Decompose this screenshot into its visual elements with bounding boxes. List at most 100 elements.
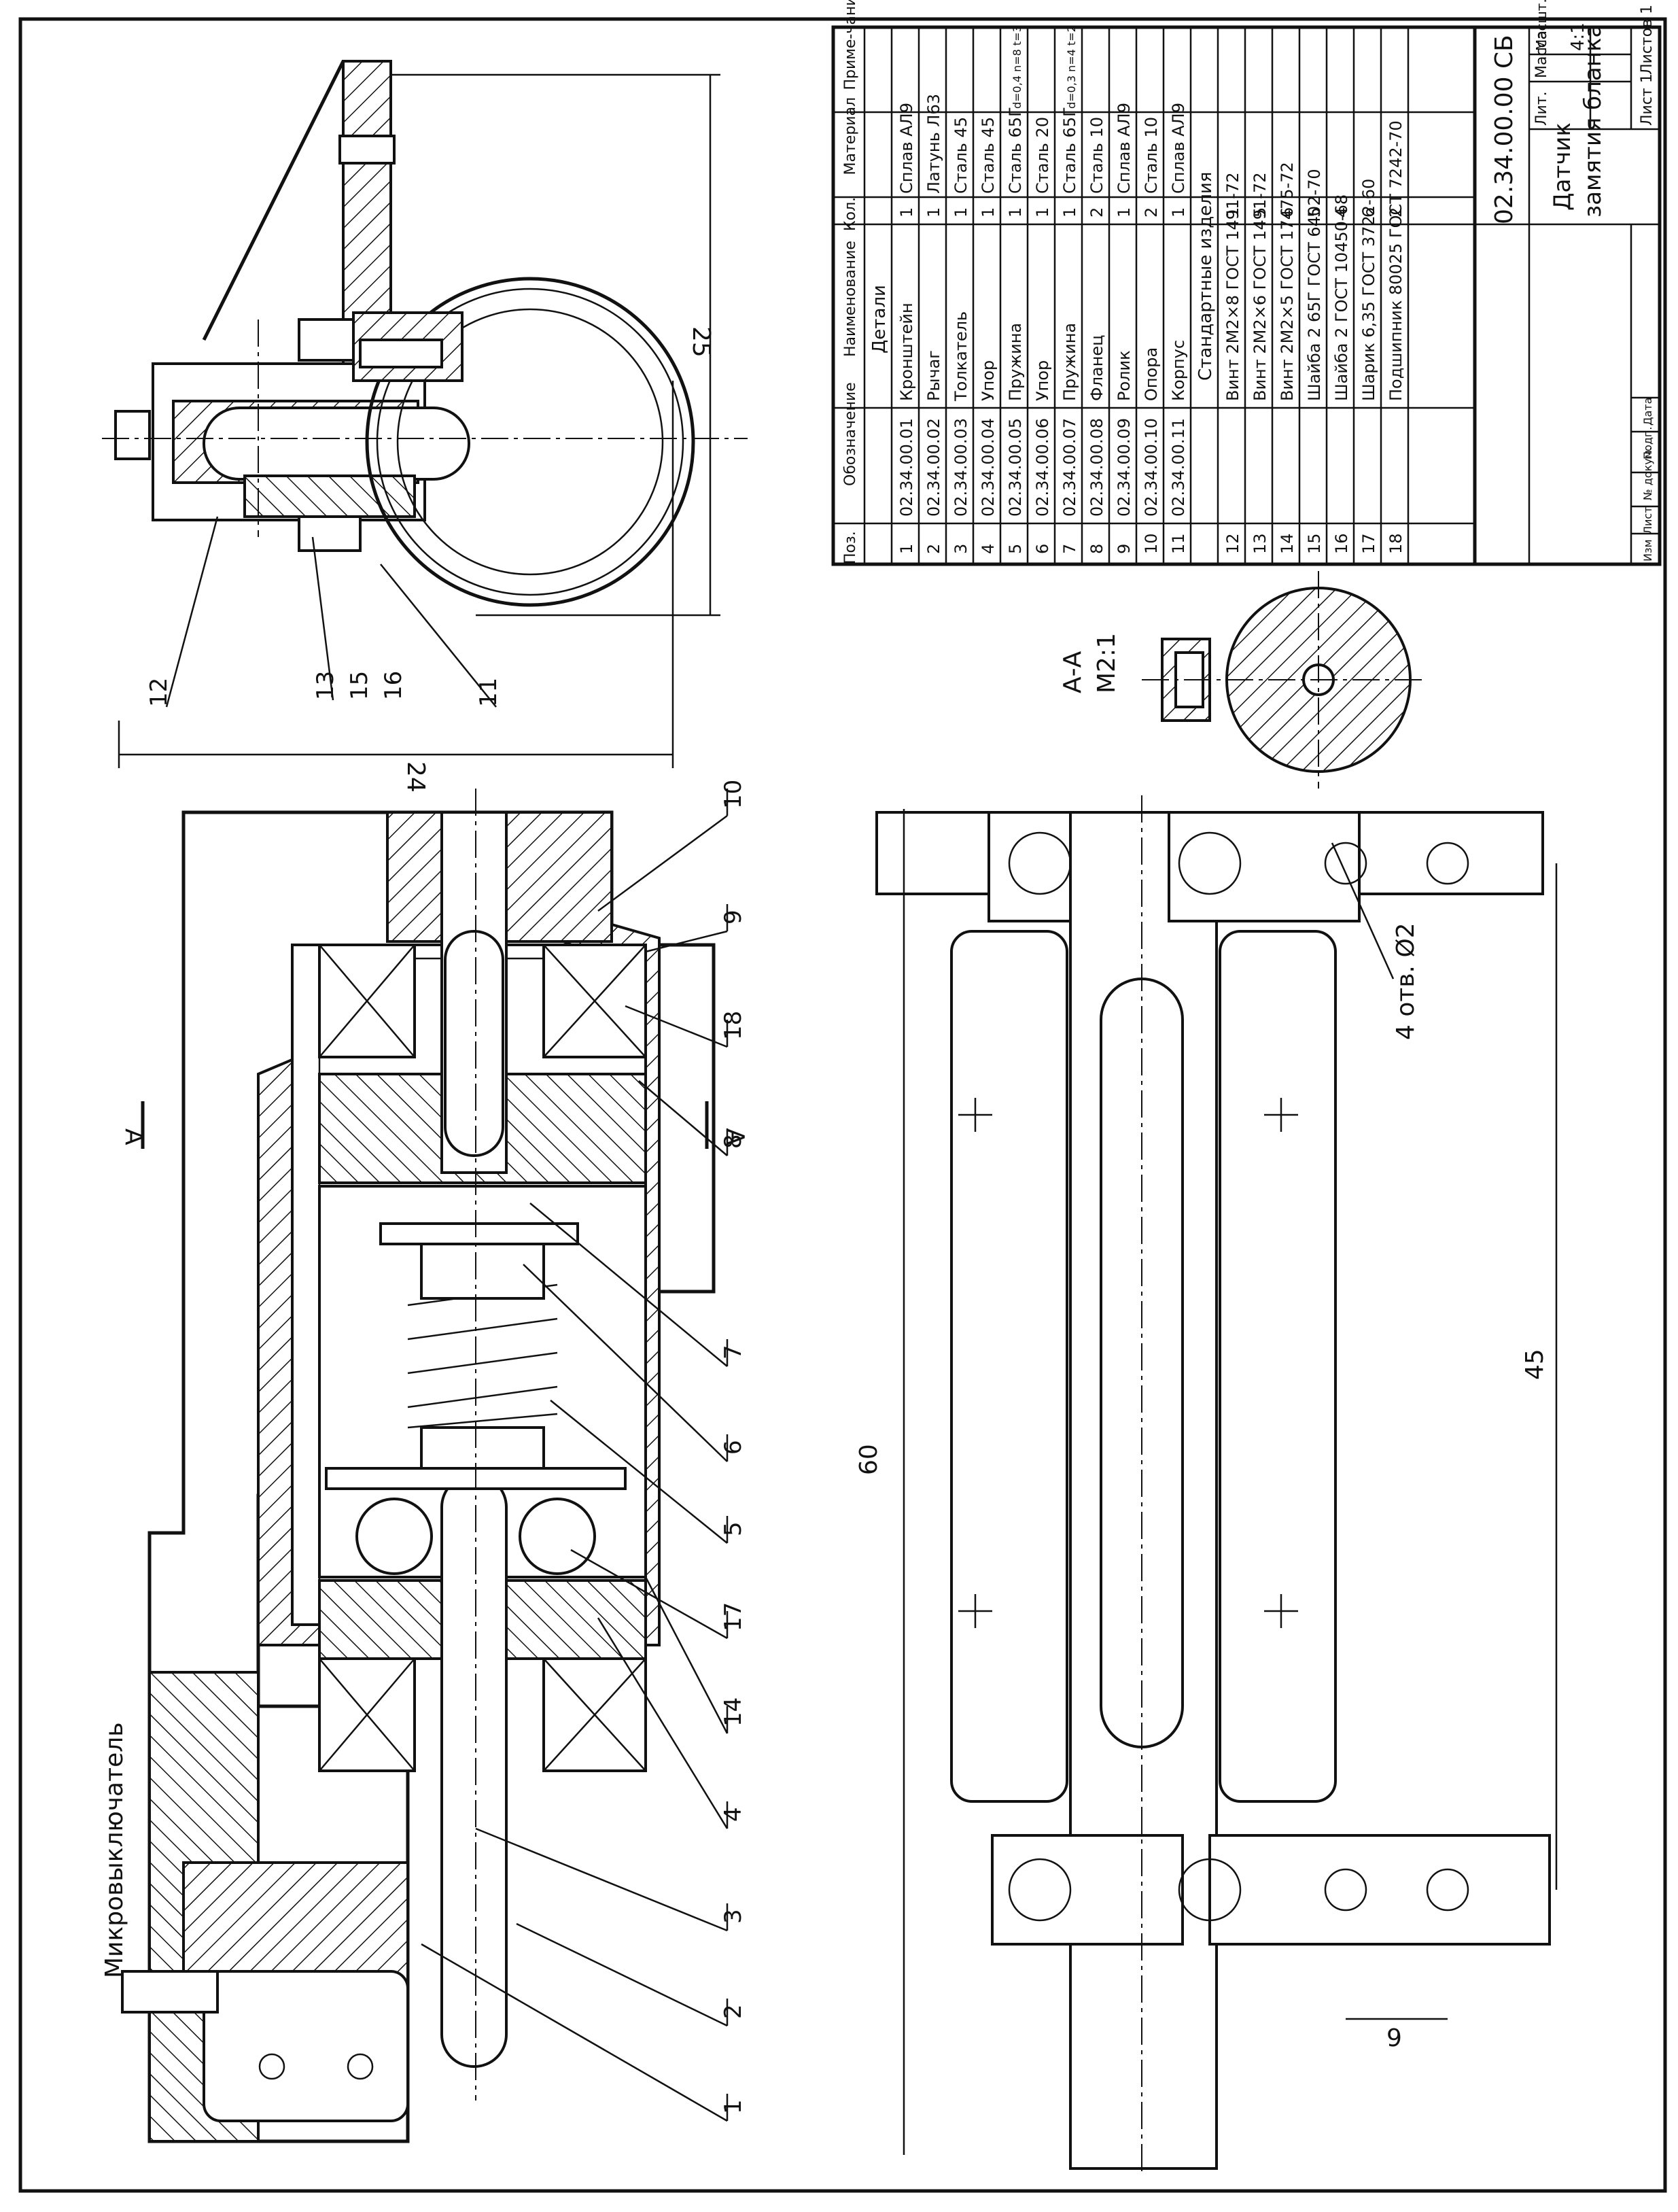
spec-pos: 1 — [897, 544, 916, 554]
spec-qty: 1 — [1060, 207, 1079, 218]
leader-label: 15 — [346, 671, 373, 700]
stamp-header: Лист — [1641, 506, 1654, 534]
spec-header: Материал — [842, 97, 859, 175]
leader-label: 8 — [720, 1134, 747, 1149]
section-a-a: А-А М2:1 — [1059, 571, 1427, 789]
spec-pos: 5 — [1006, 544, 1025, 554]
spec-name: Шайба 2 65Г ГОСТ 6402-70 — [1305, 169, 1324, 401]
spec-material: Латунь Л63 — [924, 94, 943, 194]
spec-designation: 02.34.00.06 — [1033, 418, 1052, 517]
top-view: 60 45 9 4 отв. Ø2 — [855, 795, 1558, 2175]
spec-designation: 02.34.00.05 — [1006, 418, 1025, 517]
spec-designation: 02.34.00.02 — [924, 418, 943, 517]
spec-note: d=0,3 n=4 t=2 — [1065, 25, 1078, 109]
drawing-name-2: замятия бланка — [1579, 24, 1607, 218]
spec-qty: 1 — [979, 207, 998, 218]
leader-label: 2 — [720, 2004, 747, 2019]
spec-pos: 4 — [979, 544, 998, 554]
spec-name: Упор — [979, 360, 998, 401]
stamp-header: Изм — [1641, 539, 1654, 561]
dim-24: 24 — [402, 761, 430, 793]
sheet-number: Лист 1 — [1639, 73, 1656, 126]
title-block: Поз.ОбозначениеНаименованиеКол.МатериалП… — [831, 0, 1662, 566]
lit-header: Лит. — [1533, 91, 1550, 126]
spec-qty: 1 — [951, 207, 971, 218]
leader-label: 3 — [720, 1909, 747, 1924]
spec-qty: 1 — [1169, 207, 1188, 218]
spec-pos: 13 — [1251, 533, 1270, 554]
spec-qty: 1 — [1223, 207, 1242, 218]
dim-9: 9 — [1386, 2024, 1402, 2052]
spec-qty: 1 — [1115, 207, 1134, 218]
spec-qty: 1 — [1006, 207, 1025, 218]
dim-45: 45 — [1521, 1349, 1549, 1380]
spec-name: Винт 2М2×6 ГОСТ 1491-72 — [1251, 173, 1270, 401]
spec-designation: 02.34.00.07 — [1060, 418, 1079, 517]
spec-material: Сталь 45 — [951, 117, 971, 194]
stamp-header: Подп. — [1641, 427, 1654, 460]
leader-label: 1 — [720, 2099, 747, 2114]
spec-pos: 15 — [1305, 533, 1324, 554]
leader-label: 16 — [380, 671, 407, 700]
spec-name: Рычаг — [924, 350, 943, 401]
leader-label: 5 — [720, 1521, 747, 1536]
spec-designation: 02.34.00.10 — [1142, 418, 1161, 517]
spec-name: Ролик — [1115, 350, 1134, 401]
spec-material: Сталь 20 — [1033, 117, 1052, 194]
spec-table: Поз.ОбозначениеНаименованиеКол.МатериалП… — [833, 0, 1475, 564]
spec-name: Шарик 6,35 ГОСТ 3722-60 — [1359, 179, 1378, 401]
leader-label: 12 — [145, 678, 173, 707]
dim-60: 60 — [855, 1444, 883, 1475]
spec-name: Опора — [1142, 347, 1161, 401]
spec-header: Приме-чание — [842, 0, 859, 90]
spec-material: Сплав АЛ9 — [897, 103, 916, 194]
spec-name: Винт 2М2×8 ГОСТ 1491-72 — [1223, 173, 1242, 401]
sheets-count: Листов 1 — [1639, 5, 1656, 75]
spec-name: Кронштейн — [897, 303, 916, 401]
spec-designation: 02.34.00.03 — [951, 418, 971, 517]
spec-qty: 1 — [897, 207, 916, 218]
spec-qty: 2 — [1087, 207, 1106, 218]
spec-qty: 2 — [1386, 207, 1405, 218]
spec-name: Подшипник 80025 ГОСТ 7242-70 — [1386, 120, 1405, 401]
spec-material: Сплав АЛ9 — [1115, 103, 1134, 194]
sheet-frame — [18, 17, 1667, 2193]
leader-label: 18 — [720, 1011, 747, 1040]
spec-name: Фланец — [1087, 335, 1106, 402]
spec-material: Сталь 65Г — [1060, 107, 1079, 194]
spec-designation: 02.34.00.11 — [1169, 418, 1188, 517]
spec-qty: 5 — [1251, 207, 1270, 218]
spec-row: 13 Винт 2М2×6 ГОСТ 1491-725 — [1251, 173, 1270, 554]
spec-name: Пружина — [1060, 323, 1079, 401]
spec-qty: 6 — [1278, 207, 1297, 218]
spec-section-standard: Стандартные изделия — [1195, 172, 1216, 381]
spec-qty: 6 — [1359, 207, 1378, 218]
spec-qty: 1 — [1033, 207, 1052, 218]
spec-row: 12 Винт 2М2×8 ГОСТ 1491-721 — [1223, 173, 1242, 554]
spec-pos: 2 — [924, 544, 943, 554]
spec-name: Винт 2М2×5 ГОСТ 17475-72 — [1278, 162, 1297, 401]
spec-name: Пружина — [1006, 323, 1025, 401]
spec-name: Упор — [1033, 360, 1052, 401]
spec-pos: 17 — [1359, 533, 1378, 554]
spec-material: Сталь 45 — [979, 117, 998, 194]
spec-header: Кол. — [842, 197, 859, 231]
spec-pos: 12 — [1223, 533, 1242, 554]
spec-pos: 16 — [1332, 533, 1351, 554]
spec-qty: 2 — [1142, 207, 1161, 218]
spec-section-details: Детали — [869, 285, 890, 353]
